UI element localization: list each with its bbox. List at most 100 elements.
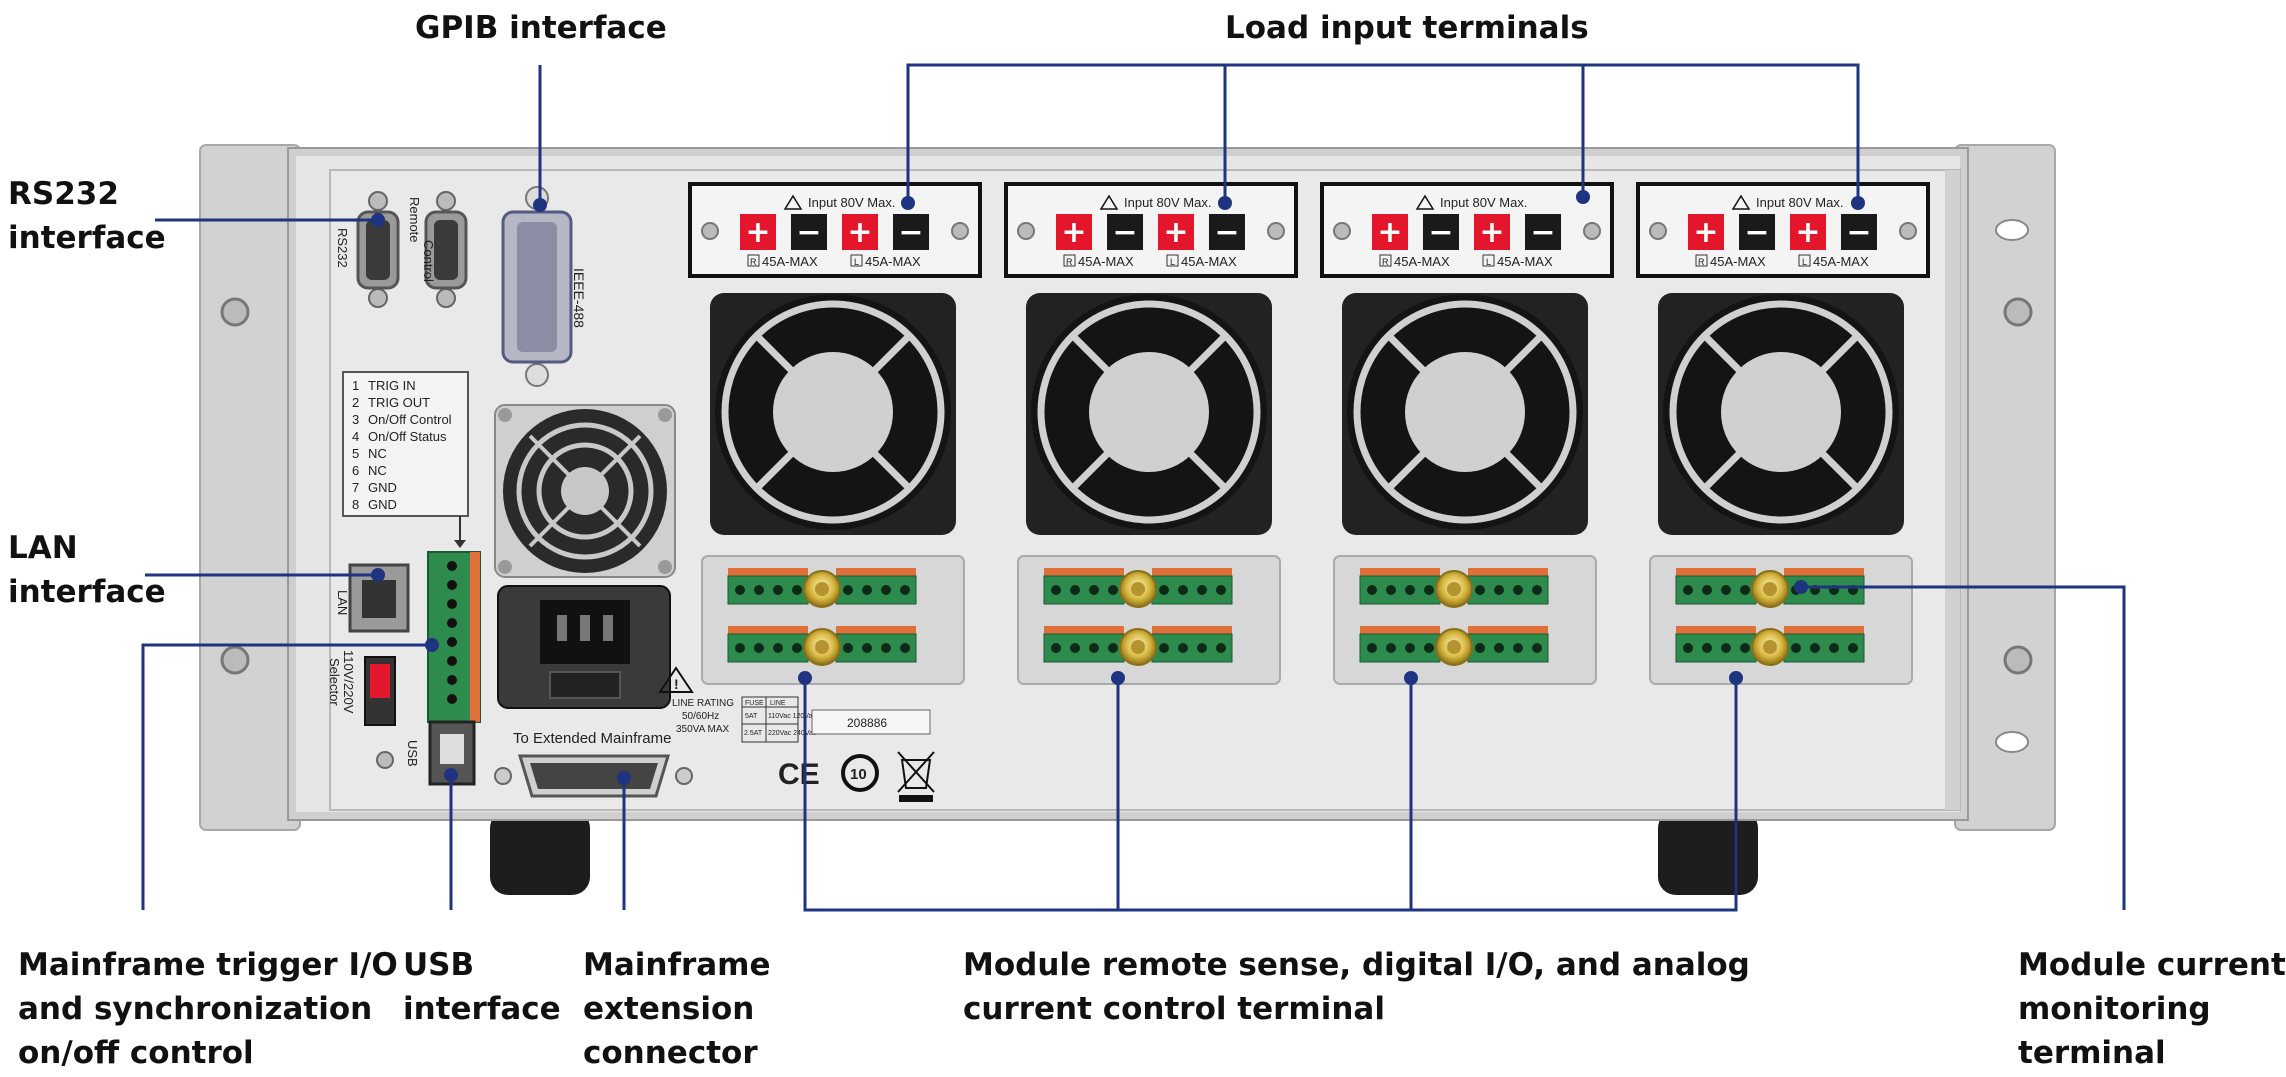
svg-text:L: L (1170, 257, 1175, 267)
bnc-connector (803, 628, 841, 666)
svg-text:7: 7 (352, 480, 359, 495)
svg-text:+: + (745, 215, 770, 250)
svg-text:+: + (1693, 215, 1718, 250)
load-inputs-callout-line (906, 63, 1860, 203)
warning-icon (1099, 194, 1119, 210)
rack-slot (1995, 219, 2029, 241)
extension-callout-line-2: extension (583, 991, 755, 1027)
epup-number: 10 (850, 766, 867, 783)
bnc-connector (1119, 628, 1157, 666)
positive-terminal-r (740, 214, 776, 250)
svg-text:+: + (1479, 215, 1504, 250)
trigger-pins (447, 561, 457, 704)
svg-text:2: 2 (352, 395, 359, 410)
svg-text:L: L (1802, 257, 1807, 267)
module-fan (1026, 293, 1272, 535)
module-input-label: Input 80V Max. (1440, 195, 1527, 210)
bnc-connector (1751, 628, 1789, 666)
current-monitor-callout-line-1: Module current (2018, 947, 2286, 983)
svg-text:L: L (1486, 257, 1491, 267)
svg-text:+: + (1377, 215, 1402, 250)
rs232-port-label: RS232 (335, 228, 350, 268)
positive-terminal-r (1688, 214, 1724, 250)
module-input-label: Input 80V Max. (1756, 195, 1843, 210)
rack-screw (220, 297, 250, 327)
rs232-callout-line-2: interface (8, 220, 166, 256)
positive-terminal-l (1474, 214, 1510, 250)
trigger-callout-line-2: and synchronization (18, 991, 373, 1027)
usb-port-label: USB (405, 740, 420, 767)
negative-terminal-r (1739, 214, 1775, 250)
current-monitor-callout: Module current monitoring terminal (2018, 943, 2286, 1075)
current-monitor-callout-line-3: terminal (2018, 1035, 2166, 1071)
svg-text:R: R (1698, 257, 1705, 267)
negative-terminal-l (1841, 214, 1877, 250)
positive-terminal-l (842, 214, 878, 250)
warning-icon (1415, 194, 1435, 210)
remote-sense-callout: Module remote sense, digital I/O, and an… (963, 943, 1750, 1031)
pin-3: On/Off Control (368, 412, 452, 427)
current-monitor-callout-line-2: monitoring (2018, 991, 2211, 1027)
usb-callout-line-1: USB (403, 947, 475, 983)
positive-terminal-l (1790, 214, 1826, 250)
pin-list: TRIG IN TRIG OUT On/Off Control On/Off S… (352, 378, 452, 512)
remote-sense-callout-line-1: Module remote sense, digital I/O, and an… (963, 947, 1750, 983)
svg-text:−: − (1428, 215, 1453, 250)
serial-number: 208886 (847, 716, 887, 730)
weee-icon (897, 751, 935, 802)
serial-label-box (811, 709, 931, 735)
svg-text:+: + (1795, 215, 1820, 250)
svg-text:+: + (1061, 215, 1086, 250)
epup-icon (841, 754, 879, 792)
extension-callout-line-3: connector (583, 1035, 758, 1071)
svg-text:R: R (1382, 257, 1389, 267)
lan-callout: LAN interface (8, 526, 166, 614)
foot-right (1658, 810, 1758, 895)
module-input-label: Input 80V Max. (808, 195, 895, 210)
module-io-terminals (1017, 555, 1281, 685)
svg-text:3: 3 (352, 412, 359, 427)
pin-4: On/Off Status (368, 429, 447, 444)
trigger-callout: Mainframe trigger I/O and synchronizatio… (18, 943, 398, 1075)
negative-terminal-r (1107, 214, 1143, 250)
rack-ear-left (199, 144, 301, 831)
remote-sense-callout-line (803, 678, 1738, 912)
current-monitor-callout-line (1801, 585, 2126, 910)
usb-callout-line-2: interface (403, 991, 561, 1027)
pin-1: TRIG IN (368, 378, 416, 393)
remote-label-2: Control (421, 240, 436, 282)
extended-mainframe-label: To Extended Mainframe (513, 730, 671, 747)
svg-text:−: − (796, 215, 821, 250)
svg-text:−: − (1214, 215, 1239, 250)
bnc-connector (803, 570, 841, 608)
extension-callout: Mainframe extension connector (583, 943, 770, 1075)
svg-text:−: − (1530, 215, 1555, 250)
positive-terminal-r (1056, 214, 1092, 250)
rs232-callout-line-1: RS232 (8, 176, 119, 212)
pin-8: GND (368, 497, 397, 512)
negative-terminal-r (1423, 214, 1459, 250)
line-rating-2: 50/60Hz (682, 711, 719, 722)
lan-callout-line-1: LAN (8, 530, 78, 566)
mainframe-fan (494, 404, 676, 578)
bnc-connector (1751, 570, 1789, 608)
svg-text:R: R (1066, 257, 1073, 267)
fuse-table: FUSE LINE 5AT 110Vac 120Vac 2.5AT 220Vac… (741, 696, 817, 743)
pin-2: TRIG OUT (368, 395, 430, 410)
fuse-r1c1: 5AT (745, 713, 758, 720)
remote-label-1: Remote (407, 197, 422, 243)
power-inlet (497, 585, 671, 709)
rating-r-label: 45A-MAX (1710, 254, 1766, 269)
svg-text:R: R (750, 257, 757, 267)
rating-r-label: 45A-MAX (762, 254, 818, 269)
svg-text:+: + (847, 215, 872, 250)
rack-screw (220, 645, 250, 675)
ground-screw (376, 751, 394, 769)
bnc-connector (1435, 628, 1473, 666)
rating-l-label: 45A-MAX (865, 254, 921, 269)
rating-l-label: 45A-MAX (1813, 254, 1869, 269)
bnc-connector (1435, 570, 1473, 608)
pin-6: NC (368, 463, 387, 478)
